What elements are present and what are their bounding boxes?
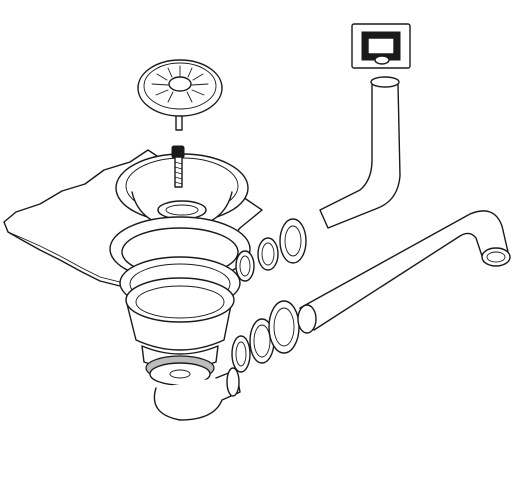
drain-outlet-body [125, 277, 241, 421]
overflow-tube [319, 76, 401, 229]
connecting-screw [171, 145, 185, 188]
overflow-flange [351, 23, 411, 69]
outlet-washer [231, 335, 251, 373]
overflow-nut [279, 218, 307, 264]
pipe-nut [268, 300, 300, 354]
drain-pipe [297, 210, 511, 334]
strainer-basket [137, 59, 223, 131]
overflow-washer [257, 237, 279, 271]
pipe-washer [235, 250, 255, 282]
